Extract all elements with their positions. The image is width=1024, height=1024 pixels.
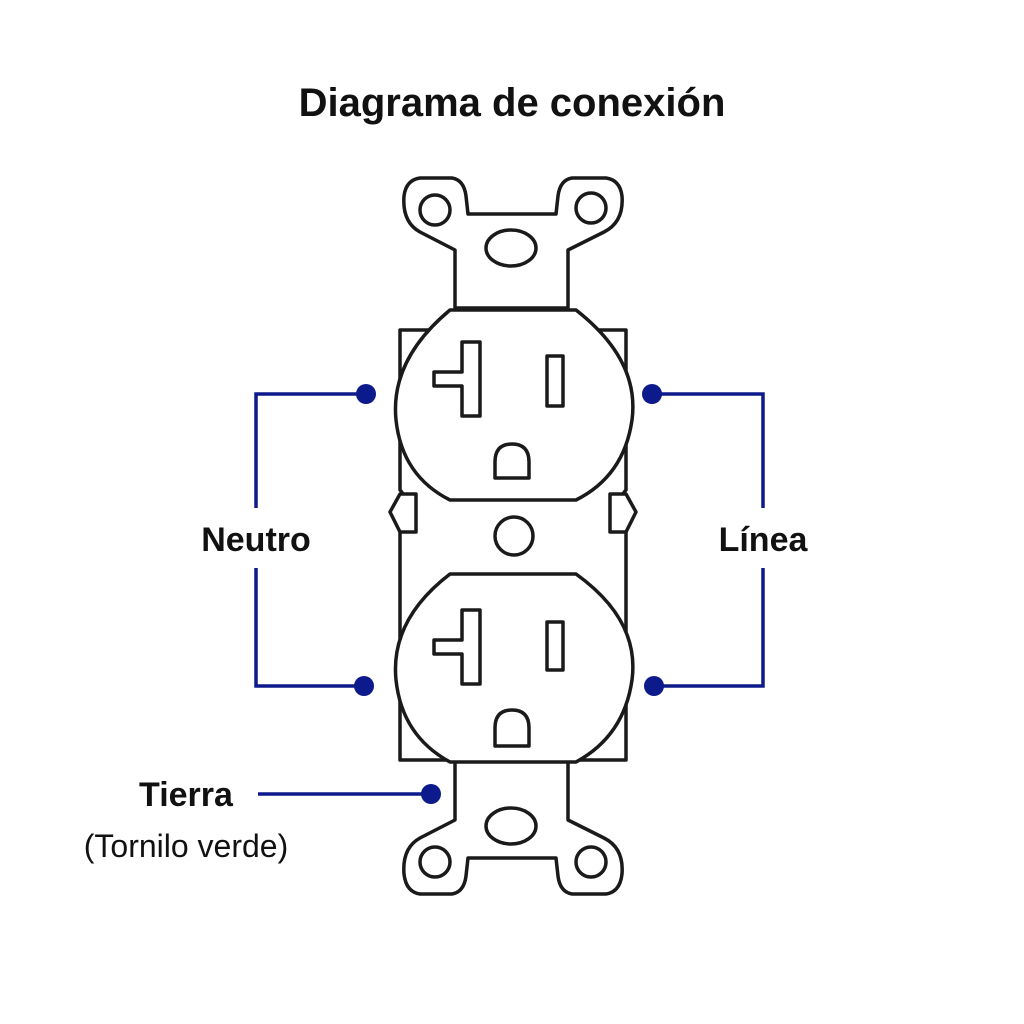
line-label: Línea — [719, 521, 809, 559]
neutral-wire-top — [254, 392, 365, 508]
line-wire-bottom — [654, 568, 765, 688]
top-outlet — [393, 308, 635, 502]
strap-hole-top-left — [418, 193, 452, 227]
top-mounting-strap — [402, 176, 624, 310]
bottom-hot-slot — [545, 620, 565, 672]
neutral-terminal-bottom-dot — [354, 676, 374, 696]
ground-label: Tierra — [139, 776, 234, 814]
diagram-title: Diagrama de conexión — [299, 81, 726, 125]
strap-hole-bottom-right — [574, 845, 608, 879]
strap-hole-bottom-left — [418, 845, 452, 879]
neutral-label: Neutro — [201, 521, 311, 559]
bottom-neutral-slot — [432, 608, 482, 686]
top-hot-slot — [545, 354, 565, 408]
duplex-receptacle — [388, 176, 638, 896]
line-connection: Línea — [642, 384, 808, 696]
ground-connection: Tierra (Tornilo verde) — [84, 776, 441, 864]
neutral-terminal-top-dot — [356, 384, 376, 404]
strap-slot-bottom — [484, 806, 538, 846]
line-terminal-bottom-dot — [644, 676, 664, 696]
bottom-outlet — [393, 572, 635, 764]
top-neutral-slot — [432, 340, 482, 418]
left-terminal-tab — [388, 492, 418, 534]
strap-hole-top-right — [574, 191, 608, 225]
line-wire-top — [652, 392, 765, 508]
neutral-connection: Neutro — [201, 384, 376, 696]
top-ground-hole — [493, 442, 531, 480]
bottom-ground-hole — [493, 708, 531, 748]
center-mounting-screw — [493, 515, 535, 557]
line-terminal-top-dot — [642, 384, 662, 404]
ground-terminal-dot — [421, 784, 441, 804]
neutral-wire-bottom — [254, 568, 365, 688]
bottom-mounting-strap — [402, 756, 624, 896]
ground-note: (Tornilo verde) — [84, 828, 289, 864]
right-terminal-tab — [608, 492, 638, 534]
strap-slot-top — [484, 228, 538, 268]
